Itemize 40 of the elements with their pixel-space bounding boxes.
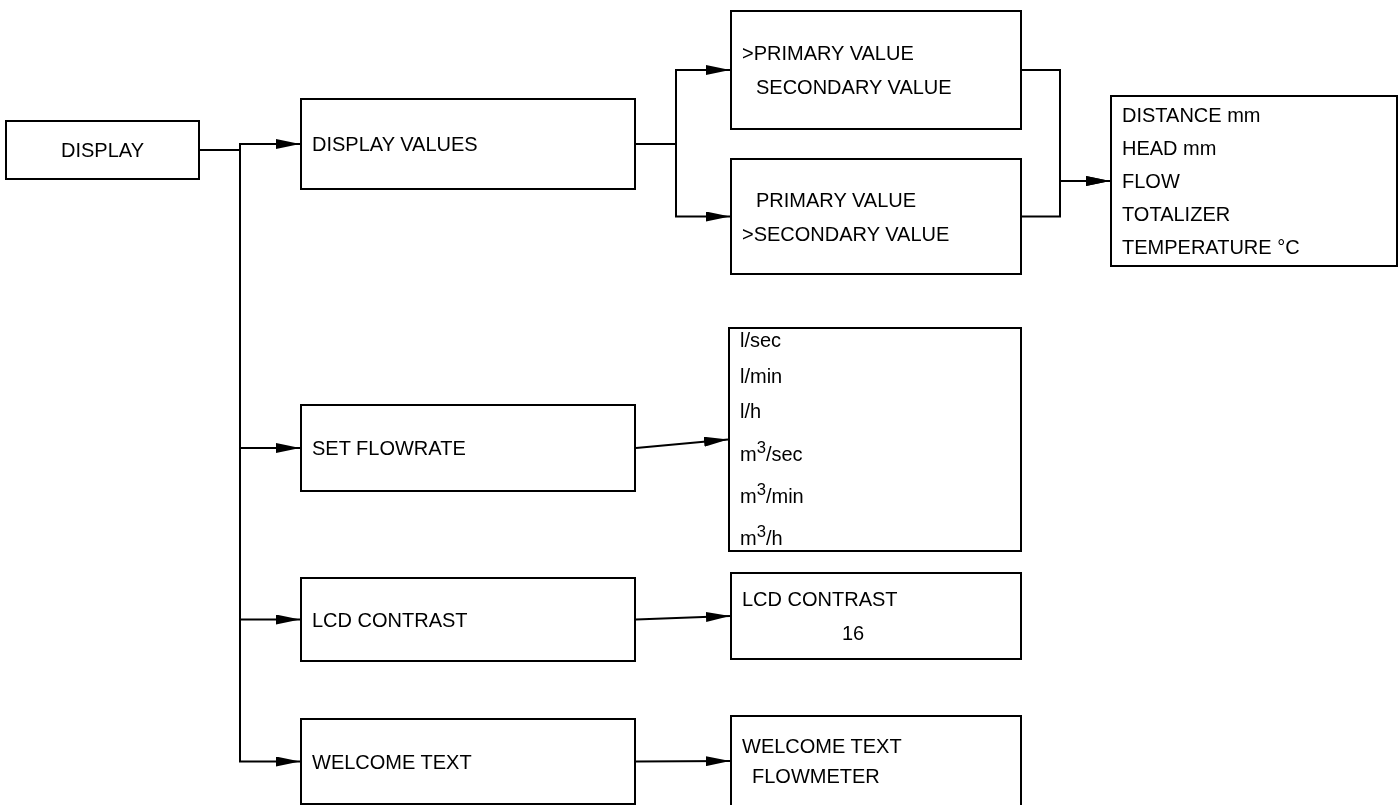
- arrow: [635, 756, 731, 767]
- menu-box: [300, 404, 636, 492]
- menu-text: PRIMARY VALUE: [756, 187, 917, 213]
- menu-text: LCD CONTRAST: [742, 587, 898, 612]
- menu-text: WELCOME TEXT: [312, 749, 472, 774]
- menu-text: TOTALIZER: [1122, 201, 1231, 227]
- menu-text: DISPLAY VALUES: [312, 132, 478, 156]
- menu-text: WELCOME TEXT: [742, 734, 902, 759]
- menu-text: SECONDARY VALUE: [756, 75, 952, 100]
- menu-box: [5, 120, 200, 180]
- menu-box: [1110, 95, 1398, 267]
- menu-text: m$^{3}$/min: [740, 478, 804, 509]
- menu-box: [300, 98, 636, 190]
- menu-text: >SECONDARY VALUE: [742, 221, 950, 247]
- menu-box: [730, 572, 1022, 660]
- menu-text: DISPLAY: [61, 138, 144, 162]
- menu-box: [730, 10, 1022, 130]
- menu-text: m$^{3}$/sec: [740, 436, 803, 467]
- arrow: [635, 436, 729, 449]
- menu-box: [300, 577, 636, 662]
- menu-text: l/h: [740, 399, 762, 424]
- menu-box: [300, 718, 636, 805]
- menu-text: FLOW: [1122, 168, 1180, 194]
- menu-text: l/sec: [740, 328, 782, 353]
- menu-box: [728, 327, 1022, 552]
- arrow: [1021, 176, 1111, 218]
- menu-text: m$^{3}$/h: [740, 520, 783, 551]
- menu-text: >PRIMARY VALUE: [742, 41, 914, 66]
- menu-text: SET FLOWRATE: [312, 436, 466, 460]
- menu-text: 16: [842, 621, 865, 646]
- menu-text: l/min: [740, 363, 783, 389]
- menu-text: TEMPERATURE °C: [1122, 234, 1300, 260]
- menu-text: DISTANCE mm: [1122, 102, 1261, 128]
- menu-text: LCD CONTRAST: [312, 607, 468, 632]
- menu-box: [730, 715, 1022, 805]
- arrow: [635, 143, 731, 222]
- arrow: [635, 611, 731, 622]
- menu-box: [730, 158, 1022, 275]
- menu-text: FLOWMETER: [752, 764, 880, 789]
- menu-text: HEAD mm: [1122, 135, 1217, 161]
